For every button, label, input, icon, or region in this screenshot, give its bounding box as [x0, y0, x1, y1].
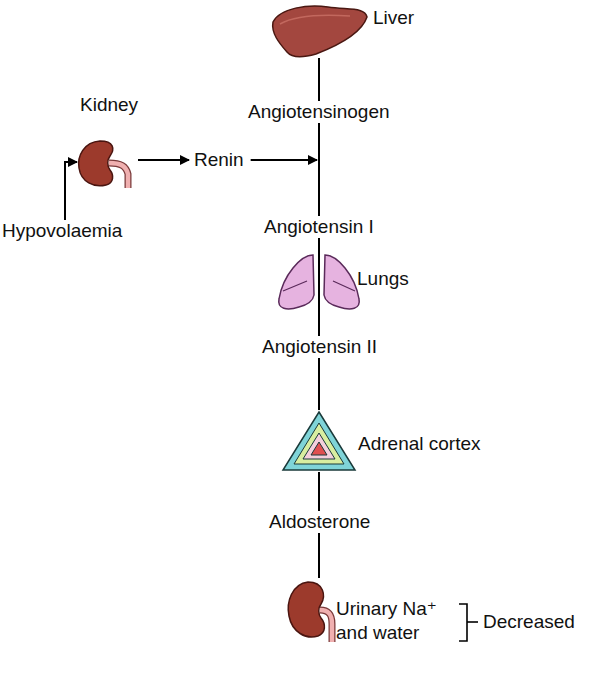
organ-label: Adrenal cortex: [358, 432, 518, 456]
node-text: Angiotensin II: [262, 336, 377, 358]
decreased-bracket: [459, 604, 478, 641]
pathway-connector: [319, 313, 320, 336]
organ-node: Lungs: [277, 251, 361, 313]
substance-label: Renin: [194, 149, 244, 171]
substance-label: Hypovolaemia: [2, 220, 122, 242]
node-text: Renin: [194, 149, 244, 171]
adrenal-illustration: [281, 410, 357, 472]
organ-label: Urinary Na⁺ and water: [336, 597, 464, 645]
pathway-connector: [319, 358, 320, 410]
node-text: Hypovolaemia: [2, 220, 122, 242]
node-text: Angiotensin I: [264, 216, 374, 238]
substance-label: Angiotensinogen: [248, 101, 390, 123]
node-text: Aldosterone: [269, 511, 370, 533]
outcome-label: Decreased: [483, 611, 575, 633]
substance-label: Angiotensin II: [262, 336, 377, 358]
substance-label: Aldosterone: [269, 511, 370, 533]
organ-node: Adrenal cortex: [281, 410, 357, 472]
pathway-connector: [319, 533, 320, 578]
kidney-illustration: [286, 578, 336, 642]
organ-node: Kidney: [76, 138, 138, 188]
pathway-connector: [138, 160, 189, 161]
pathway-connector: [319, 58, 320, 101]
lungs-illustration: [277, 251, 361, 313]
pathway-connector: [251, 160, 319, 216]
organ-label: Liver: [373, 6, 453, 30]
pathway-connector: [319, 238, 320, 251]
substance-label: Angiotensin I: [264, 216, 374, 238]
organ-node: Urinary Na⁺ and water: [286, 578, 336, 642]
organ-label: Kidney: [80, 93, 160, 117]
pathway-connector: [319, 123, 320, 216]
pathway-connector: [65, 162, 77, 220]
node-text: Angiotensinogen: [248, 101, 390, 123]
pathway-connector: [319, 472, 320, 511]
organ-label: Lungs: [357, 267, 427, 291]
kidney-illustration: [76, 138, 138, 188]
liver-illustration: [270, 2, 369, 58]
organ-node: Liver: [270, 2, 369, 58]
